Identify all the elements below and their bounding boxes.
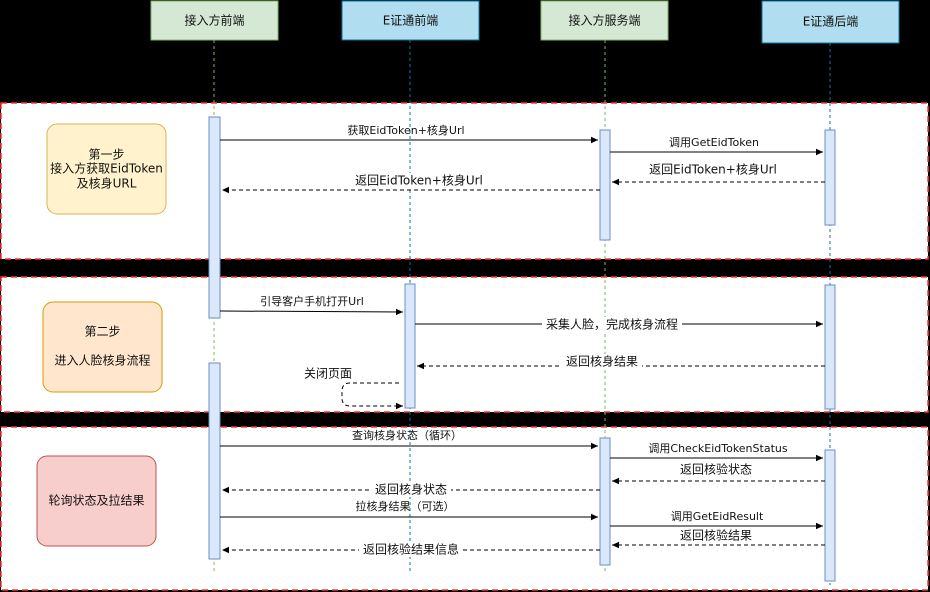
message-m8: 关闭页面 <box>304 367 403 410</box>
participant-label: E证通前端 <box>383 13 439 28</box>
message-m3: 返回EidToken+核身Url <box>612 162 825 186</box>
participant-label: 接入方服务端 <box>568 13 640 28</box>
message-label: 调用CheckEidTokenStatus <box>648 442 787 455</box>
participant-p4: E证通后端 <box>761 0 900 44</box>
step-line: 接入方获取EidToken <box>50 161 163 176</box>
step-line: 进入人脸核身流程 <box>54 353 150 368</box>
message-arrow <box>341 382 403 410</box>
message-label-bg <box>562 354 642 369</box>
participant-box <box>761 0 900 44</box>
message-label: 关闭页面 <box>304 367 352 381</box>
participant-p1: 接入方前端 <box>150 0 279 41</box>
message-label: 返回核身结果 <box>566 354 638 369</box>
participant-p3: 接入方服务端 <box>540 0 669 41</box>
message-m14: 调用GetEidResult <box>610 510 823 530</box>
step-box-1: 第一步 接入方获取EidToken 及核身URL <box>46 123 167 215</box>
participant-p2: E证通前端 <box>341 0 480 41</box>
activation-bar <box>824 284 836 410</box>
message-label-bg <box>650 162 776 177</box>
message-m10: 调用CheckEidTokenStatus <box>610 442 823 462</box>
participant-box <box>150 0 279 41</box>
step-line: 轮询状态及拉结果 <box>48 493 144 508</box>
participant-label: E证通后端 <box>803 15 859 29</box>
message-m4: 返回EidToken+核身Url <box>222 173 600 194</box>
activation-bar <box>404 283 416 409</box>
participant-box <box>540 0 669 41</box>
message-m1: 获取EidToken+核身Url <box>220 123 598 144</box>
message-label: 返回核验状态 <box>680 462 752 477</box>
activation-bars <box>208 116 836 582</box>
activation-bar <box>824 449 836 582</box>
message-m6: 采集人脸，完成核身流程 <box>415 317 823 332</box>
step-box-3: 轮询状态及拉结果 <box>36 455 157 547</box>
message-label-bg <box>371 482 451 497</box>
participant-box <box>341 0 480 41</box>
message-m5: 引导客户手机打开Url <box>219 294 404 316</box>
message-label: 返回核身状态 <box>375 482 447 497</box>
step-box-shape <box>42 301 163 393</box>
message-label: 获取EidToken+核身Url <box>347 123 464 137</box>
message-label-bg <box>676 462 756 477</box>
step-line: 第一步 <box>88 148 124 162</box>
message-arrow <box>219 308 404 316</box>
activation-bar <box>599 129 611 241</box>
message-label: 返回核验结果信息 <box>363 542 459 557</box>
step-line: 及核身URL <box>77 176 137 191</box>
message-label: 引导客户手机打开Url <box>260 294 364 308</box>
message-label: 采集人脸，完成核身流程 <box>546 317 678 332</box>
message-m12: 返回核身状态 <box>222 482 600 497</box>
message-label-bg <box>356 173 482 188</box>
message-m13: 拉核身结果（可选） <box>220 499 598 521</box>
activation-bar <box>208 116 221 319</box>
message-label: 返回EidToken+核身Url <box>649 162 777 177</box>
activation-bar <box>599 437 611 566</box>
step-box-shape <box>46 123 167 215</box>
message-label: 返回EidToken+核身Url <box>355 173 483 188</box>
step-box-2: 第二步 进入人脸核身流程 <box>42 301 163 393</box>
participant-label: 接入方前端 <box>184 13 244 28</box>
message-m11: 返回核验状态 <box>612 462 825 485</box>
message-label-bg <box>676 528 756 543</box>
activation-bar <box>824 129 836 226</box>
step-box-shape <box>36 455 157 547</box>
message-label: 调用GetEidResult <box>671 510 764 523</box>
message-label-bg <box>359 542 463 557</box>
message-m15: 返回核验结果 <box>612 528 825 549</box>
message-label-bg <box>542 317 682 332</box>
message-label: 调用GetEidToken <box>669 136 759 149</box>
message-m16: 返回核验结果信息 <box>222 542 600 557</box>
message-label: 拉核身结果（可选） <box>356 499 455 513</box>
message-label: 返回核验结果 <box>680 528 752 543</box>
message-m9: 查询核身状态（循环） <box>220 428 598 450</box>
message-m2: 调用GetEidToken <box>610 136 823 156</box>
step-line: 第二步 <box>84 325 120 339</box>
message-label: 查询核身状态（循环） <box>352 428 462 442</box>
message-m7: 返回核身结果 <box>417 354 825 370</box>
activation-bar <box>208 362 221 560</box>
